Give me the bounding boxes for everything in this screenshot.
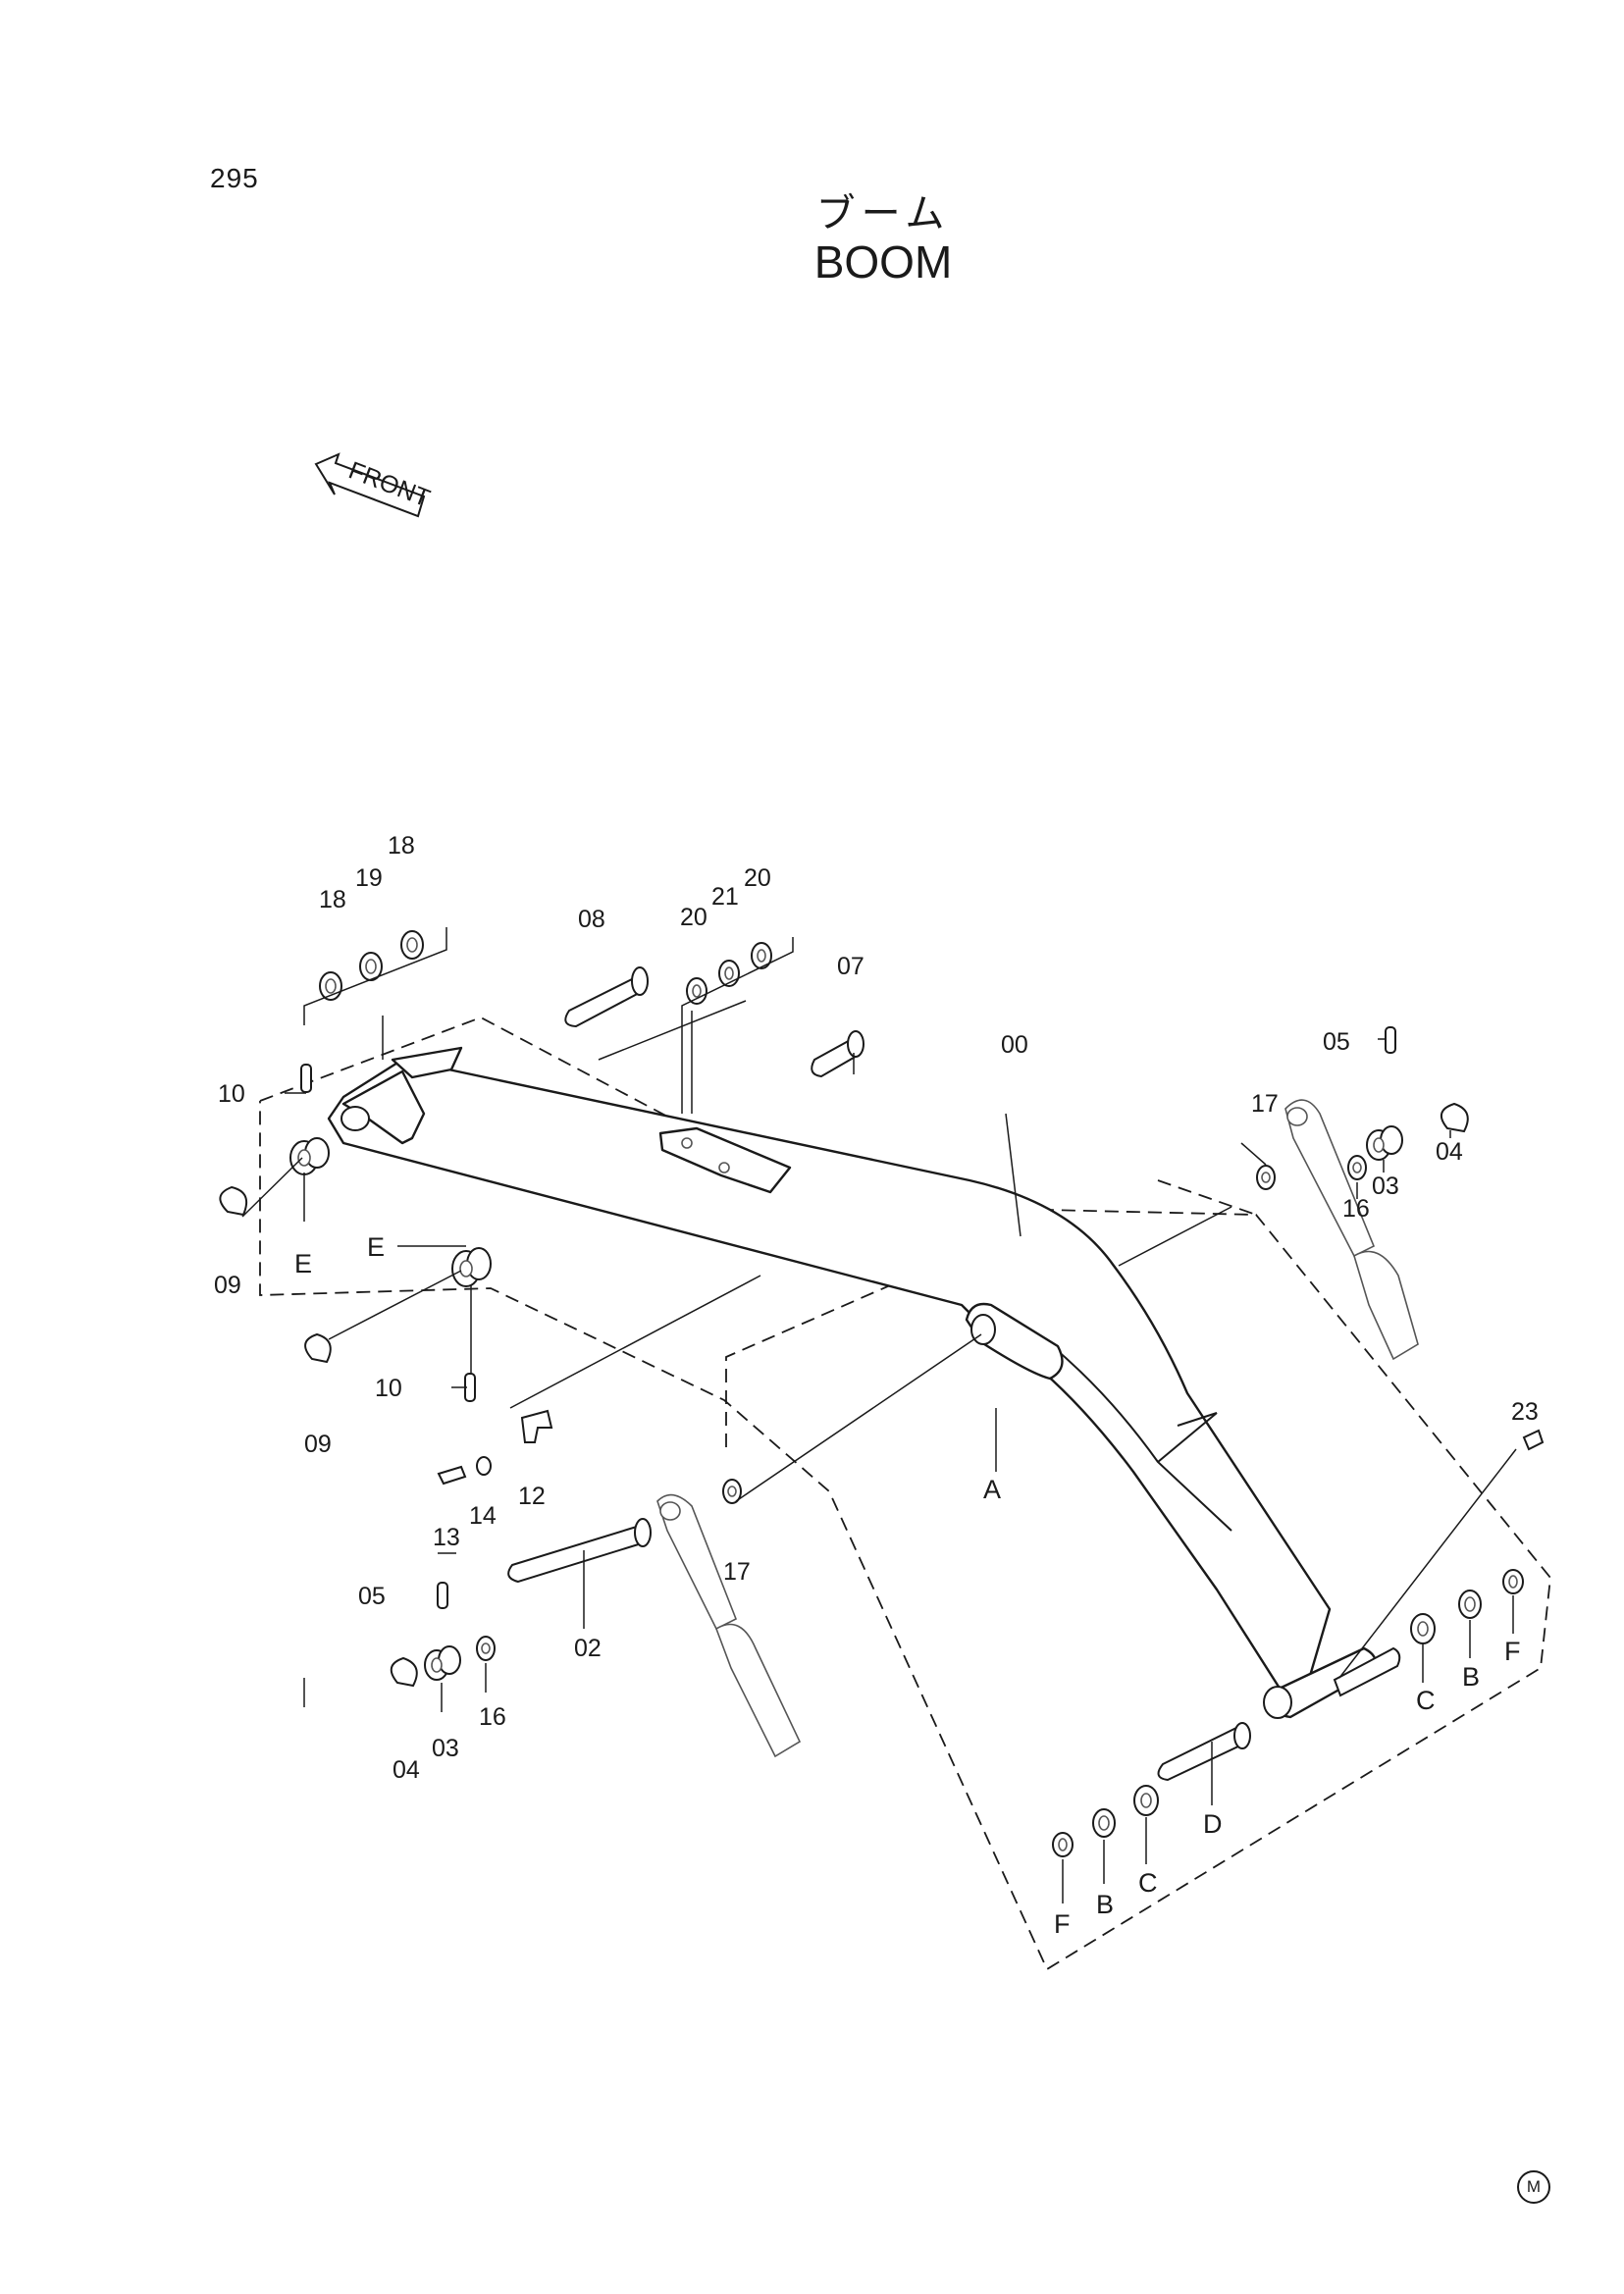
ref-label-C1: C bbox=[1416, 1686, 1436, 1715]
label-10a: 10 bbox=[218, 1080, 245, 1108]
label-19: 19 bbox=[355, 864, 383, 892]
ref-label-E1: E bbox=[294, 1249, 312, 1278]
ref-label-B1: B bbox=[1462, 1662, 1480, 1692]
reference-letter-labels: E E A C B F D C B F bbox=[294, 1232, 1521, 1939]
label-09b: 09 bbox=[304, 1431, 332, 1458]
label-21: 21 bbox=[711, 883, 739, 911]
washers-bushings bbox=[219, 930, 1545, 1857]
ref-label-F1: F bbox=[1504, 1637, 1521, 1666]
part-number-labels: 18 19 18 08 20 21 20 07 00 05 17 04 03 1… bbox=[214, 832, 1539, 1784]
label-13: 13 bbox=[433, 1524, 460, 1551]
ref-label-F2: F bbox=[1054, 1909, 1071, 1939]
title-english: BOOM bbox=[813, 236, 953, 287]
label-10b: 10 bbox=[375, 1375, 402, 1402]
label-08: 08 bbox=[578, 906, 605, 933]
boom-cylinder-heads bbox=[656, 1099, 1419, 1758]
ref-label-D: D bbox=[1203, 1809, 1223, 1839]
label-04a: 04 bbox=[393, 1756, 420, 1784]
label-00: 00 bbox=[1001, 1031, 1028, 1059]
label-20a: 20 bbox=[680, 904, 707, 931]
label-02: 02 bbox=[574, 1635, 602, 1662]
boom-structure bbox=[327, 1046, 1377, 1719]
label-12: 12 bbox=[518, 1483, 546, 1510]
label-20b: 20 bbox=[744, 864, 771, 892]
label-16b: 16 bbox=[1342, 1195, 1370, 1223]
title-japanese: ブーム bbox=[815, 191, 951, 236]
label-09a: 09 bbox=[214, 1272, 241, 1299]
label-17b: 17 bbox=[1251, 1090, 1279, 1118]
label-03a: 03 bbox=[432, 1735, 459, 1762]
ref-label-A: A bbox=[983, 1475, 1001, 1504]
front-arrow-label: FRONT bbox=[345, 456, 434, 512]
front-arrow-icon: FRONT bbox=[314, 452, 434, 518]
pins bbox=[507, 966, 1401, 1782]
leader-lines bbox=[241, 927, 1517, 1903]
label-05a: 05 bbox=[358, 1583, 386, 1610]
ref-label-C2: C bbox=[1138, 1868, 1158, 1898]
label-23: 23 bbox=[1511, 1398, 1539, 1426]
label-04b: 04 bbox=[1436, 1138, 1463, 1166]
label-05b: 05 bbox=[1323, 1028, 1350, 1056]
label-16a: 16 bbox=[479, 1703, 506, 1731]
ref-label-E2: E bbox=[367, 1232, 385, 1262]
page-number: 295 bbox=[210, 163, 259, 193]
label-03b: 03 bbox=[1372, 1173, 1399, 1200]
label-07: 07 bbox=[837, 953, 864, 980]
label-17a: 17 bbox=[723, 1558, 751, 1586]
ref-label-B2: B bbox=[1096, 1890, 1114, 1919]
label-14: 14 bbox=[469, 1502, 497, 1530]
label-18a: 18 bbox=[319, 886, 346, 913]
label-18b: 18 bbox=[388, 832, 415, 860]
corner-mark: M bbox=[1517, 2170, 1550, 2204]
